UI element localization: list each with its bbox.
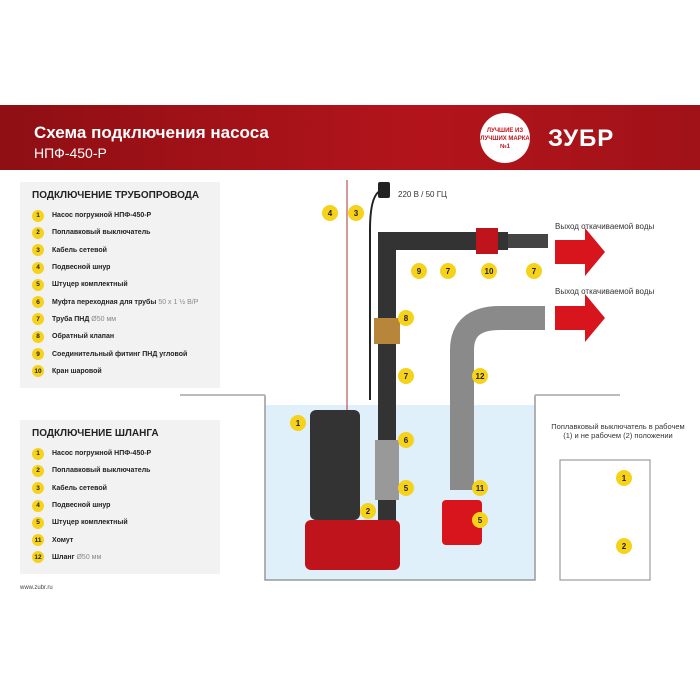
- callout-number: 7: [440, 263, 456, 279]
- legend-item: 2 Поплавковый выключатель: [32, 462, 208, 479]
- callout-number: 7: [526, 263, 542, 279]
- header-banner: Схема подключения насоса НПФ-450-Р ЛУЧШИ…: [0, 105, 700, 170]
- legend-extra: Ø50 мм: [91, 315, 117, 323]
- callout-number: 1: [290, 415, 306, 431]
- legend-item: 4 Подвесной шнур: [32, 497, 208, 514]
- callout-number: 1: [616, 470, 632, 486]
- legend-number: 3: [32, 482, 44, 495]
- legend-item: 5 Штуцер комплектный: [32, 276, 208, 293]
- legend-item: 7 Труба ПНД Ø50 мм: [32, 311, 208, 328]
- hose-connector: [442, 500, 482, 545]
- outlet-arrow-1: [555, 228, 605, 276]
- outlet-arrow-2: [555, 294, 605, 342]
- pipe-horizontal: [378, 232, 508, 250]
- callout-number: 9: [411, 263, 427, 279]
- callout-number: 5: [398, 480, 414, 496]
- legend-item: 1 Насос погружной НПФ-450-Р: [32, 445, 208, 462]
- pipe-legend-heading: ПОДКЛЮЧЕНИЕ ТРУБОПРОВОДА: [32, 190, 200, 201]
- legend-item: 9 Соединительный фитинг ПНД угловой: [32, 345, 208, 362]
- legend-label: Штуцер комплектный: [52, 519, 128, 527]
- legend-item: 3 Кабель сетевой: [32, 480, 208, 497]
- legend-label: Поплавковый выключатель: [52, 229, 151, 237]
- legend-label: Кабель сетевой: [52, 484, 107, 492]
- hose-legend-heading: ПОДКЛЮЧЕНИЕ ШЛАНГА: [32, 428, 159, 439]
- quality-badge: ЛУЧШИЕ ИЗ ЛУЧШИХ МАРКА №1: [480, 113, 530, 163]
- legend-label: Труба ПНД: [52, 315, 90, 323]
- legend-number: 7: [32, 313, 44, 326]
- legend-number: 1: [32, 209, 44, 222]
- power-label: 220 В / 50 ГЦ: [398, 190, 447, 199]
- callout-number: 2: [360, 503, 376, 519]
- legend-label: Хомут: [52, 536, 74, 544]
- callout-number: 12: [472, 368, 488, 384]
- legend-item: 5 Штуцер комплектный: [32, 514, 208, 531]
- callout-number: 5: [472, 512, 488, 528]
- legend-label: Насос погружной НПФ-450-Р: [52, 450, 152, 458]
- legend-label: Кабель сетевой: [52, 246, 107, 254]
- legend-item: 3 Кабель сетевой: [32, 242, 208, 259]
- outlet-label-1: Выход откачиваемой воды: [555, 222, 655, 231]
- legend-number: 3: [32, 244, 44, 257]
- brand-logo: ЗУБР: [548, 125, 615, 152]
- legend-label: Муфта переходная для трубы: [52, 298, 157, 306]
- outlet-label-2: Выход откачиваемой воды: [555, 287, 655, 296]
- callout-number: 6: [398, 432, 414, 448]
- callout-number: 2: [616, 538, 632, 554]
- legend-number: 10: [32, 365, 44, 378]
- legend-item: 11 Хомут: [32, 531, 208, 548]
- legend-number: 1: [32, 447, 44, 460]
- legend-number: 11: [32, 534, 44, 547]
- callout-number: 3: [348, 205, 364, 221]
- legend-number: 2: [32, 226, 44, 239]
- legend-label: Штуцер комплектный: [52, 281, 128, 289]
- pump-body: [310, 410, 360, 520]
- legend-number: 9: [32, 348, 44, 361]
- legend-label: Подвесной шнур: [52, 502, 111, 510]
- legend-number: 4: [32, 499, 44, 512]
- legend-number: 4: [32, 261, 44, 274]
- page-title: Схема подключения насоса: [34, 123, 269, 142]
- legend-label: Подвесной шнур: [52, 264, 111, 272]
- float-note: Поплавковый выключатель в рабочем (1) и …: [551, 422, 685, 440]
- legend-item: 1 Насос погружной НПФ-450-Р: [32, 207, 208, 224]
- legend-item: 4 Подвесной шнур: [32, 259, 208, 276]
- fitting: [375, 440, 399, 500]
- legend-label: Обратный клапан: [52, 333, 115, 341]
- legend-label: Соединительный фитинг ПНД угловой: [52, 350, 188, 358]
- callout-number: 10: [481, 263, 497, 279]
- callout-number: 8: [398, 310, 414, 326]
- callout-number: 7: [398, 368, 414, 384]
- legend-item: 12 Шланг Ø50 мм: [32, 549, 208, 566]
- ball-valve: [476, 228, 498, 254]
- plug-icon: [378, 182, 390, 198]
- legend-label: Шланг: [52, 553, 75, 561]
- legend-item: 6 Муфта переходная для трубы 50 x 1 ½ В/Р: [32, 293, 208, 310]
- check-valve: [374, 318, 400, 344]
- pump-base: [305, 520, 400, 570]
- callout-number: 11: [472, 480, 488, 496]
- hose-legend-panel: ПОДКЛЮЧЕНИЕ ШЛАНГА 1 Насос погружной НПФ-…: [20, 420, 220, 575]
- legend-item: 10 Кран шаровой: [32, 363, 208, 380]
- legend-item: 8 Обратный клапан: [32, 328, 208, 345]
- legend-number: 5: [32, 278, 44, 291]
- model-name: НПФ-450-Р: [34, 145, 107, 161]
- legend-number: 8: [32, 330, 44, 343]
- legend-label: Поплавковый выключатель: [52, 467, 151, 475]
- legend-number: 2: [32, 464, 44, 477]
- float-inset: [559, 459, 651, 581]
- legend-number: 5: [32, 516, 44, 529]
- legend-item: 2 Поплавковый выключатель: [32, 224, 208, 241]
- hose: [450, 306, 545, 490]
- legend-extra: 50 x 1 ½ В/Р: [158, 298, 199, 306]
- legend-extra: Ø50 мм: [76, 553, 102, 561]
- legend-label: Насос погружной НПФ-450-Р: [52, 212, 152, 220]
- website-link[interactable]: www.zubr.ru: [20, 585, 53, 591]
- pipe-legend-panel: ПОДКЛЮЧЕНИЕ ТРУБОПРОВОДА 1 Насос погружно…: [20, 182, 220, 388]
- callout-number: 4: [322, 205, 338, 221]
- legend-number: 6: [32, 296, 44, 309]
- legend-number: 12: [32, 551, 44, 564]
- legend-label: Кран шаровой: [52, 367, 102, 375]
